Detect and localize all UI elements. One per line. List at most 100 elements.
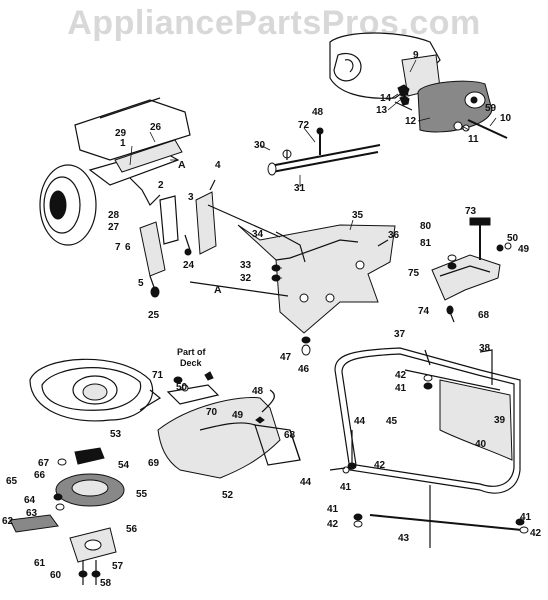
- part-label: 53: [110, 429, 122, 440]
- part-label: 38: [479, 343, 491, 354]
- part-label: 48: [312, 107, 324, 118]
- part-label: 2: [158, 180, 164, 191]
- part-label: 44: [354, 416, 366, 427]
- part-label: 72: [298, 120, 310, 131]
- part-label: 70: [206, 407, 218, 418]
- reference-a-upper: A: [178, 159, 186, 171]
- cross-bar: [369, 514, 523, 531]
- bagger-frame-assembly: [329, 347, 529, 548]
- part-label: 4: [215, 160, 221, 171]
- part-label: 69: [148, 458, 160, 469]
- part-label: 26: [150, 122, 162, 133]
- part-label: 71: [152, 370, 164, 381]
- hitch-plate: [114, 139, 183, 173]
- muffler-assembly: [329, 32, 508, 139]
- part-label: 56: [126, 524, 138, 535]
- part-label: 41: [395, 383, 407, 394]
- part-label: 46: [298, 364, 310, 375]
- part-label: 42: [327, 519, 339, 530]
- part-label: 80: [420, 221, 432, 232]
- part-label: 60: [50, 570, 62, 581]
- part-label: 65: [6, 476, 18, 487]
- annotations: A A Part of Deck: [177, 159, 222, 368]
- part-label: 27: [108, 222, 120, 233]
- part-label: 73: [465, 206, 477, 217]
- part-label: 55: [136, 489, 148, 500]
- latch-housing: [431, 254, 501, 301]
- part-label: 50: [176, 382, 188, 393]
- part-label: 47: [280, 352, 292, 363]
- part-label: 5: [138, 278, 144, 289]
- part-label: 30: [254, 140, 266, 151]
- part-label: 49: [232, 410, 244, 421]
- part-label: 3: [188, 192, 194, 203]
- part-label: 7: [115, 242, 121, 253]
- part-label: 50: [507, 233, 519, 244]
- part-label: 41: [340, 482, 352, 493]
- part-label: 11: [468, 134, 479, 145]
- part-label: 42: [395, 370, 407, 381]
- watermark: AppliancePartsPros.com: [67, 4, 481, 42]
- part-label: 9: [413, 50, 419, 61]
- part-label: 29: [115, 128, 127, 139]
- part-label: 54: [118, 460, 130, 471]
- part-label: 45: [386, 416, 398, 427]
- blower-housing: [29, 358, 154, 422]
- grass-bag: [439, 379, 513, 461]
- support-rod: [269, 144, 381, 167]
- part-label: 39: [494, 415, 506, 426]
- support-bracket: [139, 221, 166, 277]
- part-label: 33: [240, 260, 252, 271]
- part-labels: 9 14 13 12 59 10 11 29 26 1 2 28 27 7 6 …: [2, 50, 542, 589]
- part-label: 48: [252, 386, 264, 397]
- part-label: 57: [112, 561, 124, 572]
- part-label: 25: [148, 310, 160, 321]
- part-label: 31: [294, 183, 306, 194]
- part-label: 10: [500, 113, 512, 124]
- part-label: 61: [34, 558, 46, 569]
- part-label: 49: [518, 244, 530, 255]
- part-label: 35: [352, 210, 364, 221]
- part-label: 32: [240, 273, 252, 284]
- part-label: 40: [475, 439, 487, 450]
- reference-a-lower: A: [214, 284, 222, 296]
- part-label: 68: [284, 430, 296, 441]
- part-of-deck-note: Part of Deck: [177, 347, 208, 368]
- discharge-chute: [157, 397, 281, 479]
- part-label: 34: [252, 229, 264, 240]
- blower-assembly: [9, 358, 301, 585]
- part-label: 41: [327, 504, 339, 515]
- part-label: 36: [388, 230, 400, 241]
- part-label: 52: [222, 490, 234, 501]
- part-label: 42: [530, 528, 542, 539]
- bag-frame: [334, 347, 521, 494]
- part-label: 74: [418, 306, 430, 317]
- part-label: 68: [478, 310, 490, 321]
- part-label: 37: [394, 329, 406, 340]
- part-label: 1: [120, 138, 126, 149]
- part-label: 41: [520, 512, 532, 523]
- part-label: 24: [183, 260, 195, 271]
- part-label: 6: [125, 242, 131, 253]
- leader-lines: [129, 59, 497, 279]
- part-label: 64: [24, 495, 36, 506]
- chute-mount-assembly: [189, 127, 396, 356]
- part-label: 28: [108, 210, 120, 221]
- part-label: 14: [380, 93, 392, 104]
- part-label: 13: [376, 105, 388, 116]
- part-label: 62: [2, 516, 14, 527]
- mounting-plate: [237, 224, 396, 334]
- part-label: 75: [408, 268, 420, 279]
- part-label: 81: [420, 238, 432, 249]
- latch-assembly: [431, 217, 512, 323]
- part-label: 59: [485, 103, 497, 114]
- part-label: 12: [405, 116, 417, 127]
- part-label: 43: [398, 533, 410, 544]
- part-label: 42: [374, 460, 386, 471]
- part-label: 63: [26, 508, 38, 519]
- part-label: 44: [300, 477, 312, 488]
- part-label: 58: [100, 578, 112, 589]
- part-label: 66: [34, 470, 46, 481]
